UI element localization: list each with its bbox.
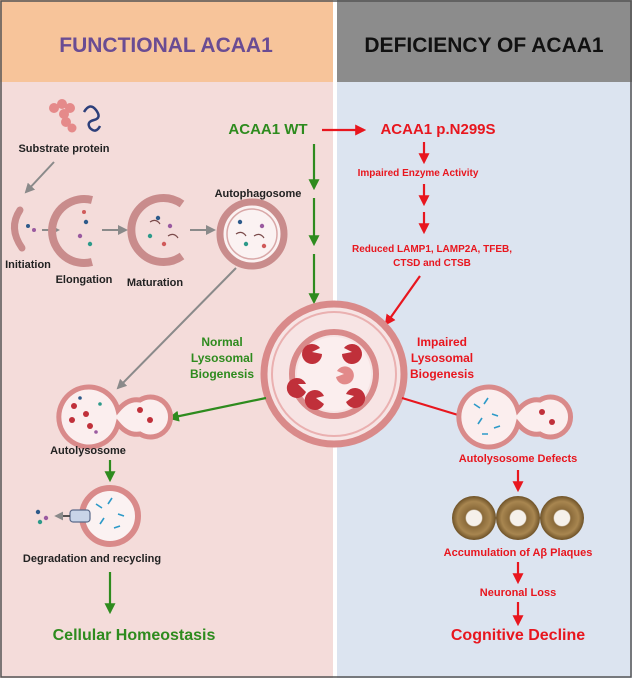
maturation-label: Maturation: [127, 277, 184, 289]
initiation-membrane-icon: [11, 206, 36, 252]
left-header: [0, 0, 333, 82]
right-header: [337, 0, 632, 82]
degradation-label: Degradation and recycling: [23, 553, 161, 565]
impaired-biogenesis-line3: Biogenesis: [410, 367, 474, 381]
cognitive-decline-label: Cognitive Decline: [451, 627, 585, 644]
arrow-lysosome-autolysosome: [167, 396, 267, 422]
enzyme-activity-label: Impaired Enzyme Activity: [358, 168, 479, 179]
impaired-biogenesis-line1: Impaired: [417, 335, 467, 349]
amyloid-plaque-icon: [540, 496, 584, 540]
defective-autolysosome-icon: [456, 384, 573, 450]
amyloid-plaque-icon: [496, 496, 540, 540]
substrate-label: Substrate protein: [18, 143, 109, 155]
acaa1-wt-label: ACAA1 WT: [228, 121, 307, 138]
initiation-label: Initiation: [5, 259, 51, 271]
left-panel-title: FUNCTIONAL ACAA1: [59, 34, 273, 57]
autolysosome-icon: [56, 384, 173, 450]
autophagosome-label: Autophagosome: [215, 188, 302, 200]
reduced-markers-label-2: CTSD and CTSB: [393, 258, 471, 269]
autophagosome-icon: [216, 198, 288, 270]
neuronal-loss-label: Neuronal Loss: [480, 587, 556, 599]
arrow-autophagosome-autolysosome: [116, 267, 237, 390]
right-panel-title: DEFICIENCY OF ACAA1: [364, 34, 604, 57]
acaa1-mutant-label: ACAA1 p.N299S: [380, 121, 495, 138]
arrow-reduced-lysosome: [384, 275, 421, 326]
elongation-phagophore-icon: [48, 195, 93, 267]
autolysosome-label: Autolysosome: [50, 445, 126, 457]
autolysosome-defects-label: Autolysosome Defects: [459, 453, 578, 465]
normal-biogenesis-line3: Biogenesis: [190, 367, 254, 381]
homeostasis-label: Cellular Homeostasis: [53, 627, 216, 644]
degradation-vesicle-icon: [35, 485, 141, 547]
central-lysosome-icon: [260, 300, 408, 448]
normal-biogenesis-line2: Lysosomal: [191, 351, 253, 365]
accumulation-label: Accumulation of Aβ Plaques: [444, 547, 593, 559]
maturation-vesicle-icon: [127, 194, 185, 266]
impaired-biogenesis-line2: Lysosomal: [411, 351, 473, 365]
normal-biogenesis-line1: Normal: [201, 335, 242, 349]
amyloid-plaque-icon: [452, 496, 496, 540]
reduced-markers-label-1: Reduced LAMP1, LAMP2A, TFEB,: [352, 244, 512, 255]
arrow-substrate-initiation: [24, 161, 55, 194]
substrate-protein-icon: [49, 99, 102, 133]
elongation-label: Elongation: [56, 274, 113, 286]
